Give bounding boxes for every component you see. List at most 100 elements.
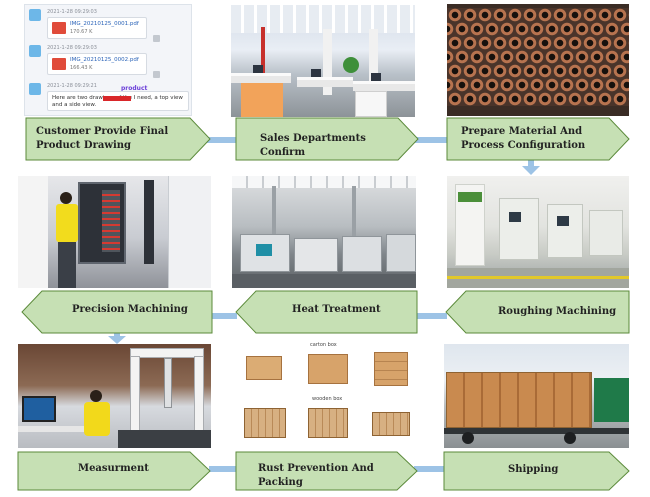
step-label: Customer Provide Final Product Drawing [36,125,186,153]
tube-row [447,22,629,36]
control-screen [557,216,569,226]
tube-row [447,36,629,50]
office-desk [297,77,353,87]
operator-yellow-shirt [56,204,78,242]
office-cabinet [241,81,283,117]
step-label: Shipping [508,463,598,477]
palletized-cartons [374,352,408,386]
user-avatar-icon [29,83,41,95]
connector-6-7-arrowhead [108,336,126,344]
tube-row [447,8,629,22]
tube-row [447,78,629,92]
shipping-truck-photo [444,344,629,448]
connector-3-4-arrowhead [522,166,540,175]
operator-head [60,192,72,204]
download-icon [153,71,160,78]
step-sales-confirm: Sales Departments Confirm [236,118,418,160]
monitor [311,69,321,77]
chat-message: 2021-1-28 09:29:03 IMG_20210125_0002.pdf… [29,45,187,79]
control-screen [256,244,272,256]
truck-wheel [462,432,474,444]
cnc-machine [589,210,623,256]
step-measurement: Measurment [18,452,210,490]
step-rust-prevention-packing: Rust Prevention And Packing [236,452,417,490]
step-roughing-machining: Roughing Machining [446,291,629,333]
text-message: Here are two drawings of the I need, a t… [47,91,189,111]
customer-drawing-chat-screenshot: 2021-1-28 09:29:03 IMG_20210125_0001.pdf… [24,4,192,116]
green-tarp [594,378,629,422]
step-label: Roughing Machining [498,305,628,319]
user-avatar-icon [29,9,41,21]
step-label: Heat Treatment [292,303,402,317]
file-size: 170.67 K [70,29,92,35]
steel-tube-stock-photo [447,4,629,116]
file-attachment: IMG_20210125_0002.pdf 166.43 K [47,53,147,75]
connector-3-4 [528,160,534,168]
connector-2-3 [415,137,449,143]
packing-boxes-photo: carton box wooden box [238,342,418,448]
cmm-probe [164,358,172,408]
machine-rack [102,190,120,252]
hall-column [352,186,356,242]
monitor [253,65,263,73]
redaction-mark [103,96,131,101]
download-icon [153,35,160,42]
floor-line [447,276,629,279]
tube-row [447,50,629,64]
step-customer-drawing: Customer Provide Final Product Drawing [26,118,210,160]
precision-machining-photo [18,176,211,288]
step-label: Measurment [78,462,188,476]
connector-4-5 [415,313,447,319]
operator-head [90,390,102,402]
computer-monitor [22,396,56,422]
step-label: Rust Prevention And Packing [258,462,414,490]
file-name: IMG_20210125_0002.pdf [70,57,139,63]
cmm-bridge [130,348,204,358]
tube-row [447,92,629,106]
open-carton-box [246,356,282,380]
file-name: IMG_20210125_0001.pdf [70,21,139,27]
cnc-machine [499,198,539,260]
sales-office-photo [231,5,415,117]
closed-carton-box [308,354,348,384]
furnace-machine [342,236,382,272]
hall-floor [232,274,416,288]
file-size: 166.43 K [70,65,92,71]
machine-logo-panel [458,192,482,202]
cmm-column [194,356,204,436]
plant [343,57,359,73]
message-time: 2021-1-28 09:29:03 [47,45,97,51]
furnace-machine [386,234,416,272]
control-screen [509,212,521,222]
office-counter [355,91,387,117]
user-avatar-icon [29,45,41,57]
message-time: 2021-1-28 09:29:21 [47,83,97,89]
step-label: Precision Machining [72,303,202,317]
machine-panel [18,176,48,288]
loaded-crates [446,372,592,428]
granite-table [118,430,211,448]
operator-trousers [58,242,76,288]
cmm-column [130,356,140,436]
monitor [371,73,381,81]
wooden-pallet-crate [372,412,410,436]
truck-wheel [564,432,576,444]
roughing-machining-photo [447,176,629,288]
step-prepare-material: Prepare Material And Process Configurati… [447,118,629,160]
hall-roof [232,176,416,188]
machine-column [144,180,154,264]
tube-row [447,64,629,78]
office-desk [353,81,415,91]
machine-cabinet [168,176,211,288]
wooden-box-label: wooden box [312,396,342,402]
furnace-machine [294,238,338,272]
closed-wooden-crate [308,408,348,438]
step-precision-machining: Precision Machining [22,291,212,333]
pdf-file-icon [52,58,66,70]
chat-message: 2021-1-28 09:29:03 IMG_20210125_0001.pdf… [29,9,187,43]
file-attachment: IMG_20210125_0001.pdf 170.67 K [47,17,147,39]
pdf-file-icon [52,22,66,34]
carton-box-label: carton box [310,342,337,348]
cnc-machine [547,204,583,258]
connector-7-8 [209,466,239,472]
